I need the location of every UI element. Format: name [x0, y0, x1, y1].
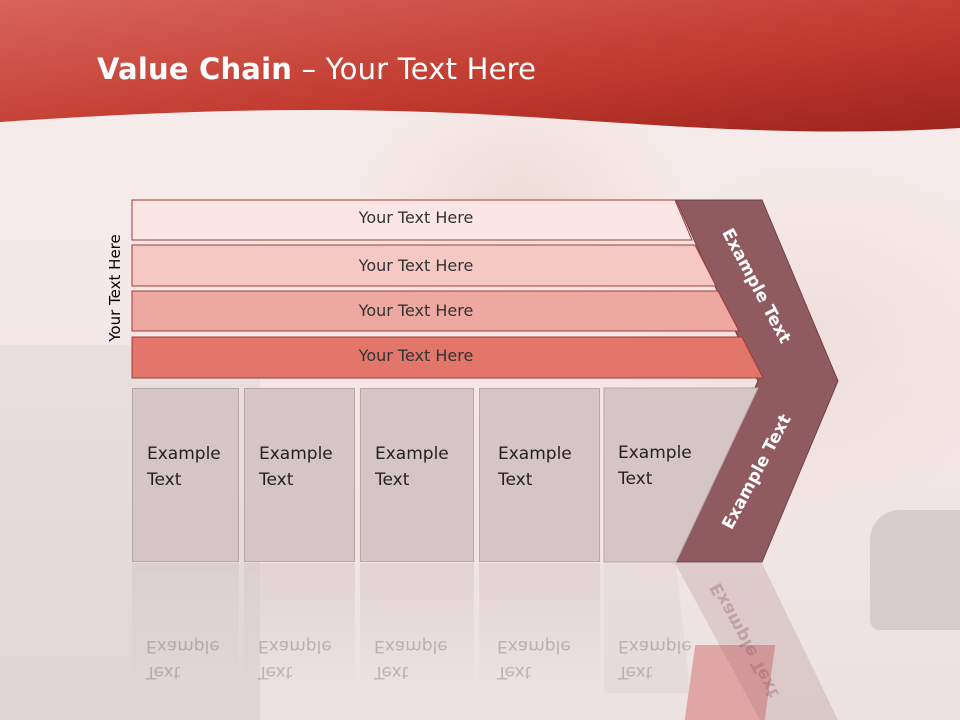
box-2-line2: Text: [259, 470, 294, 490]
box-5-line2: Text: [618, 469, 653, 489]
bar-4: [131, 336, 764, 379]
chevron-reflection: [675, 563, 838, 720]
title-rest: – Your Text Here: [292, 52, 537, 86]
box-2-line1: Example: [259, 444, 333, 464]
bar-3-label: Your Text Here: [358, 301, 474, 320]
box-1-line2: Text: [147, 470, 182, 490]
box-5-line1: Example: [618, 443, 692, 463]
box-1-refl-line2: Text: [146, 662, 181, 682]
title-bold: Value Chain: [97, 52, 293, 86]
box-2-refl-line1: Example: [258, 636, 332, 656]
box-3-line1: Example: [375, 444, 449, 464]
box-5-reflection-text: Text Example: [618, 633, 692, 685]
bar-3: [131, 290, 740, 332]
box-3-refl-line2: Text: [374, 662, 409, 682]
box-1-refl-line1: Example: [146, 636, 220, 656]
box-5-shape: [603, 387, 759, 563]
box-3-reflection: Text Example: [360, 563, 474, 693]
box-5-refl-line1: Example: [618, 636, 692, 656]
box-4-reflection: Text Example: [479, 563, 600, 693]
box-1-reflection: Text Example: [132, 563, 239, 693]
page-title: Value Chain – Your Text Here: [97, 52, 536, 86]
bar-1: [131, 199, 693, 241]
box-3-line2: Text: [375, 470, 410, 490]
bar-1-label: Your Text Here: [358, 208, 474, 227]
title-banner: [0, 0, 960, 132]
box-4-line2: Text: [498, 470, 533, 490]
background-chair: [870, 510, 960, 630]
box-5-refl-line2: Text: [618, 662, 653, 682]
bar-2-label: Your Text Here: [358, 256, 474, 275]
box-2-refl-line2: Text: [258, 662, 293, 682]
box-5-reflection: [604, 563, 690, 693]
box-4-refl-line2: Text: [497, 662, 532, 682]
bar-2: [131, 244, 717, 287]
box-2-reflection: Text Example: [244, 563, 355, 693]
bar-4-label: Your Text Here: [358, 346, 474, 365]
box-3-refl-line1: Example: [374, 636, 448, 656]
box-1-line1: Example: [147, 444, 221, 464]
box-4-line1: Example: [498, 444, 572, 464]
chevron-arrow: [675, 199, 839, 563]
box-4-refl-line1: Example: [497, 636, 571, 656]
